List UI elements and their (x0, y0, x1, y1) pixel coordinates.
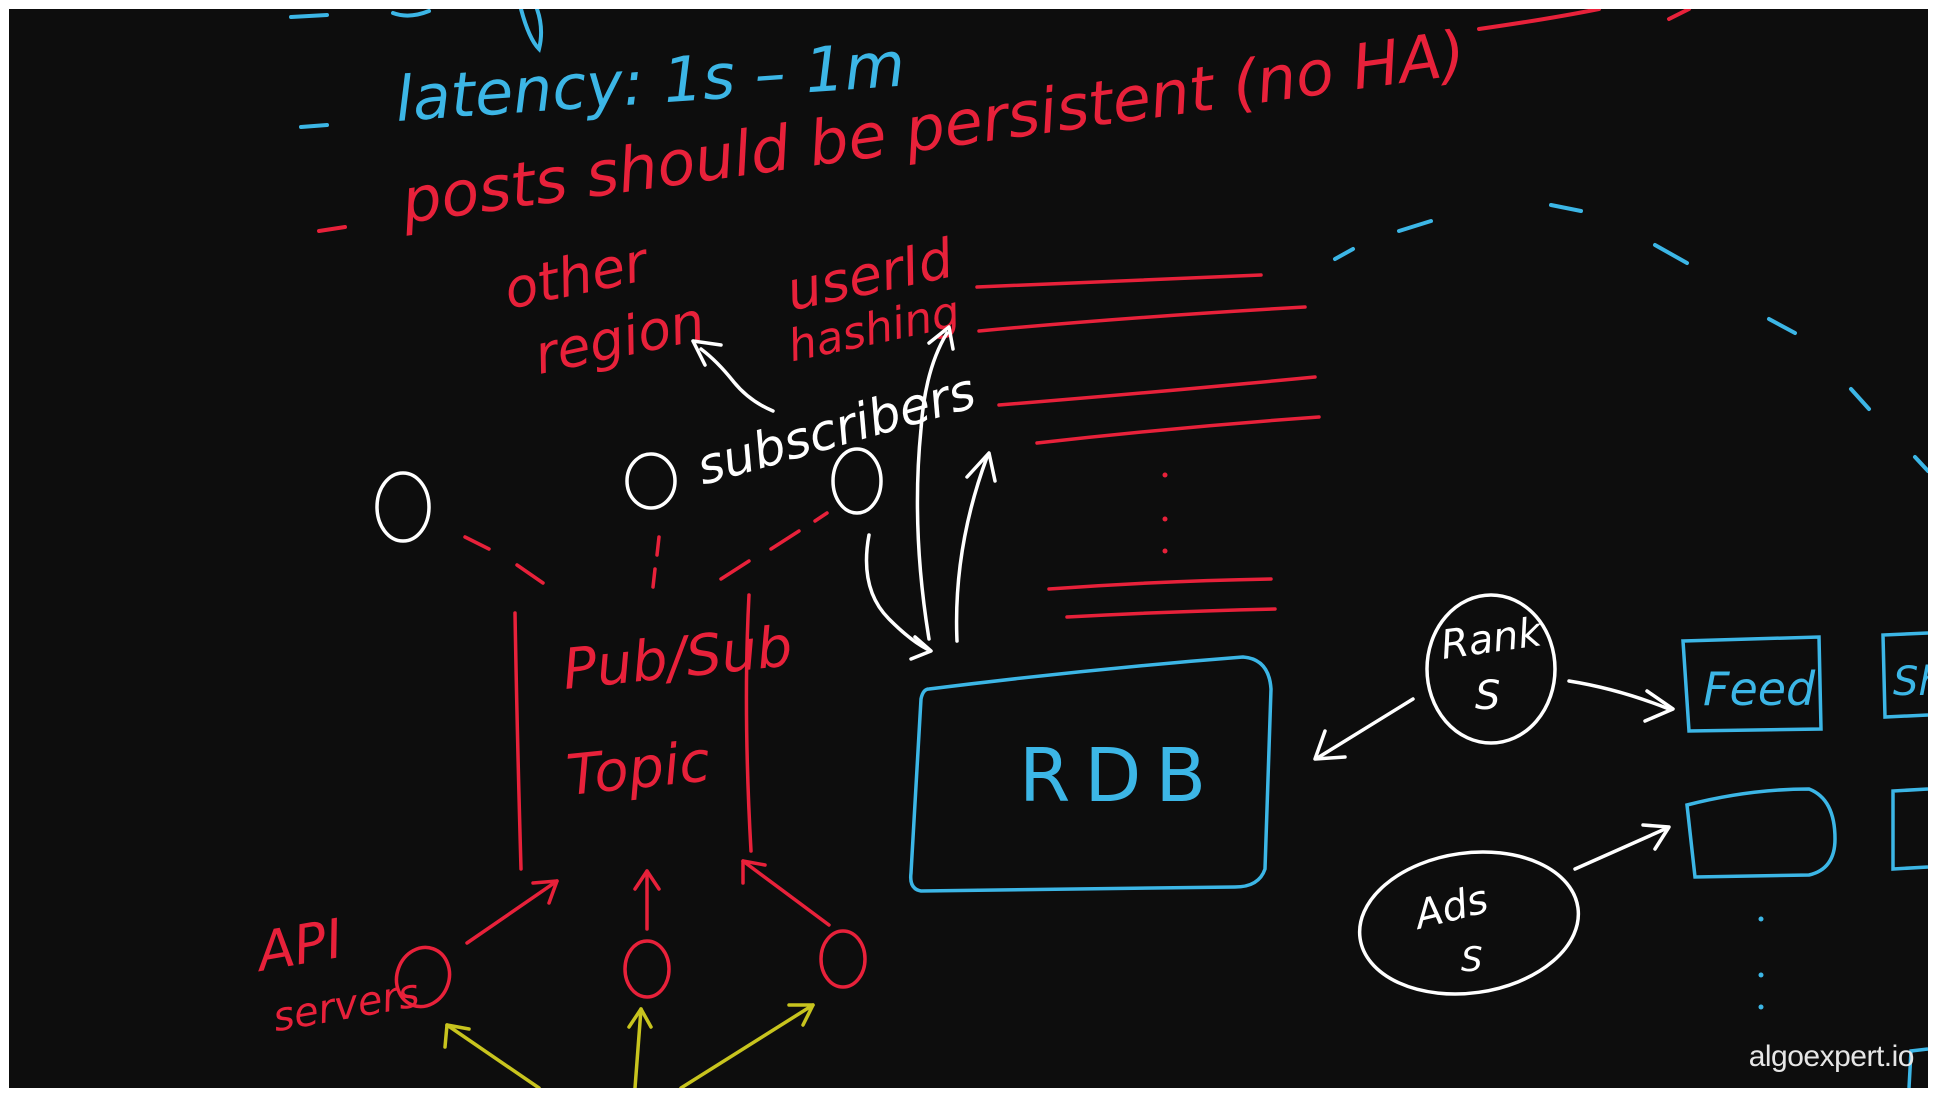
rank-s-label: S (1475, 673, 1500, 719)
ads-s-label: S (1461, 940, 1483, 980)
api-server-node (623, 939, 671, 999)
partial-bottom-box (1907, 1047, 1928, 1088)
partial-right-box (1891, 787, 1928, 871)
rank-label: Rank (1438, 609, 1546, 669)
whiteboard-canvas: latency: 1s – 1m posts should be persist… (9, 9, 1928, 1088)
shard-line (1035, 415, 1321, 445)
sh-box: Sh (1881, 631, 1928, 719)
services-ellipsis (1758, 916, 1764, 1010)
curved-arrow (915, 331, 949, 641)
servers-label: servers (269, 970, 422, 1041)
subscriber-node (375, 471, 431, 543)
watermark: algoexpert.io (1748, 1040, 1915, 1073)
topic-label: Topic (564, 729, 714, 809)
shard-lines (975, 273, 1321, 619)
api-server-nodes (394, 929, 867, 1009)
subscribers-arrow (691, 339, 775, 413)
pubsub-label: Pub/Sub (560, 614, 796, 703)
empty-blue-box (1685, 787, 1837, 879)
top-cutoff-scribbles (289, 9, 1691, 53)
api-label: API (249, 907, 347, 984)
api-publish-arrows (465, 859, 831, 945)
shard-ellipsis (1162, 472, 1168, 554)
subscriber-node (625, 452, 677, 510)
curved-arrow (954, 455, 989, 643)
shard-line (975, 273, 1263, 289)
rank-service: Rank S (1425, 593, 1557, 745)
api-server-node (819, 929, 867, 989)
curved-arrow (864, 533, 929, 651)
shard-line (1065, 607, 1277, 619)
pubsub-topic: Pub/Sub Topic (513, 593, 796, 871)
persistent-text: posts should be persistent (no HA) (396, 16, 1470, 238)
system-design-diagram: latency: 1s – 1m posts should be persist… (249, 9, 1928, 1088)
subscriber-links (463, 511, 829, 589)
sh-box-outline (1881, 631, 1928, 719)
subscriber-node (831, 447, 883, 515)
ads-service: Ads S (1357, 850, 1581, 996)
pubsub-right-border (744, 593, 753, 853)
rdb-sync-arrows (864, 325, 997, 661)
api-server-node (394, 945, 452, 1009)
subscriber-nodes (375, 447, 883, 543)
shard-line (977, 305, 1307, 333)
sh-label: Sh (1893, 659, 1928, 705)
rdb-box: RDB (908, 655, 1273, 893)
rank-to-feed-arrow (1567, 679, 1675, 723)
ads-to-box-arrow (1573, 823, 1671, 871)
rdb-box-outline (908, 655, 1273, 893)
rank-to-rdb-arrow (1313, 697, 1415, 761)
pubsub-left-border (513, 611, 523, 871)
client-arrows (443, 1003, 815, 1088)
shard-line (1047, 577, 1273, 591)
feed-label: Feed (1703, 662, 1816, 716)
other-region-label: other region (499, 230, 711, 387)
rdb-label: RDB (1019, 733, 1220, 819)
ads-service-node (1357, 850, 1581, 996)
dashed-arc (1333, 203, 1928, 473)
ads-label: Ads (1407, 876, 1492, 939)
rank-service-node (1425, 593, 1557, 745)
feed-box: Feed (1681, 635, 1823, 733)
shard-line (997, 375, 1317, 407)
feed-box-outline (1681, 635, 1823, 733)
